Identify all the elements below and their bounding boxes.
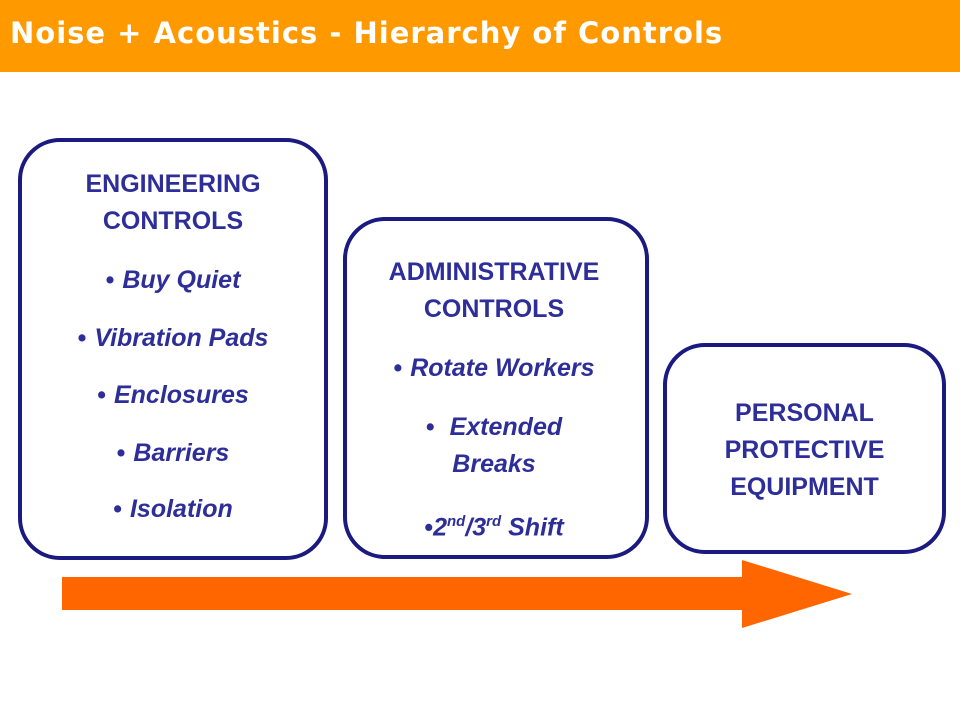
bullet-icon: • bbox=[393, 354, 403, 382]
list-item: •Barriers bbox=[22, 439, 324, 468]
list-item-label: Buy Quiet bbox=[122, 266, 241, 294]
administrative-controls-box: ADMINISTRATIVE CONTROLS •Rotate Workers … bbox=[343, 217, 649, 559]
list-item: •Vibration Pads bbox=[22, 324, 324, 353]
shift-number-2: 2 bbox=[433, 513, 447, 542]
engineering-heading-line2: CONTROLS bbox=[102, 207, 244, 235]
list-item-label: Barriers bbox=[133, 439, 230, 467]
bullet-icon: • bbox=[116, 439, 126, 467]
shift-label: Shift bbox=[501, 513, 564, 542]
list-item: •Enclosures bbox=[22, 381, 324, 410]
bullet-icon: • bbox=[97, 381, 106, 409]
list-item: • Extended Breaks bbox=[347, 409, 641, 483]
list-item: •Buy Quiet bbox=[22, 266, 324, 295]
bullet-icon: • bbox=[105, 266, 115, 294]
bullet-icon: • bbox=[424, 513, 434, 542]
ppe-heading-line1: PERSONAL bbox=[735, 399, 874, 427]
bullet-icon: • bbox=[113, 495, 122, 523]
engineering-controls-box: ENGINEERING CONTROLS •Buy Quiet •Vibrati… bbox=[18, 138, 328, 560]
list-item: •Rotate Workers bbox=[347, 354, 641, 383]
ppe-heading-line3: EQUIPMENT bbox=[730, 473, 879, 501]
shift-suffix-nd: nd bbox=[446, 513, 466, 530]
list-item-label-continued: Breaks bbox=[452, 450, 536, 478]
engineering-heading: ENGINEERING CONTROLS bbox=[22, 166, 324, 240]
list-item-label: Enclosures bbox=[113, 381, 249, 409]
engineering-heading-line1: ENGINEERING bbox=[85, 170, 261, 198]
bullet-icon: • bbox=[77, 324, 87, 352]
list-item: •2nd/3rd Shift bbox=[347, 513, 641, 542]
list-item-label: Rotate Workers bbox=[410, 354, 595, 382]
list-item-label: Isolation bbox=[129, 495, 233, 523]
ppe-heading-line2: PROTECTIVE bbox=[724, 436, 885, 464]
administrative-heading-line1: ADMINISTRATIVE bbox=[388, 258, 600, 286]
bullet-icon: • bbox=[425, 413, 435, 441]
ppe-heading: PERSONAL PROTECTIVE EQUIPMENT bbox=[667, 395, 942, 506]
title-bar: Noise + Acoustics - Hierarchy of Control… bbox=[0, 0, 960, 72]
administrative-heading: ADMINISTRATIVE CONTROLS bbox=[347, 254, 641, 328]
shift-suffix-rd: rd bbox=[486, 513, 502, 530]
page-title: Noise + Acoustics - Hierarchy of Control… bbox=[10, 16, 724, 50]
administrative-heading-line2: CONTROLS bbox=[423, 295, 565, 323]
list-item-label: Extended bbox=[449, 413, 563, 441]
list-item-label: Vibration Pads bbox=[94, 324, 269, 352]
shift-number-3: /3 bbox=[465, 513, 487, 542]
arrow-shape bbox=[62, 560, 852, 628]
progression-arrow-icon bbox=[62, 560, 852, 628]
list-item: •Isolation bbox=[22, 495, 324, 524]
ppe-box: PERSONAL PROTECTIVE EQUIPMENT bbox=[663, 343, 946, 554]
